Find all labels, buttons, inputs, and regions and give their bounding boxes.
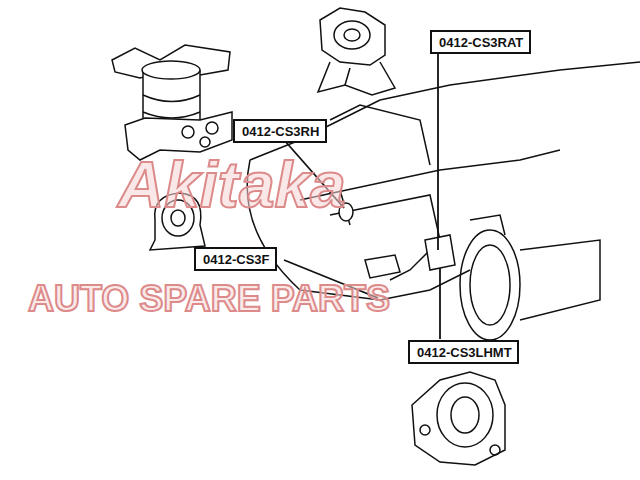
- part-number: 0412-CS3RAT: [439, 35, 522, 51]
- part-number-box: 0412-CS3RAT: [430, 30, 531, 54]
- part-number-box: 0412-CS3LHMT: [408, 340, 519, 364]
- watermark-text: AUTO SPARE PARTS: [28, 278, 390, 320]
- part-number-box: 0412-CS3RH: [233, 119, 327, 143]
- part-number: 0412-CS3LHMT: [417, 345, 510, 361]
- watermark-text: Akitaka: [118, 148, 346, 222]
- part-number-box: 0412-CS3F: [194, 247, 277, 271]
- part-number: 0412-CS3F: [203, 252, 268, 268]
- part-number: 0412-CS3RH: [242, 124, 318, 140]
